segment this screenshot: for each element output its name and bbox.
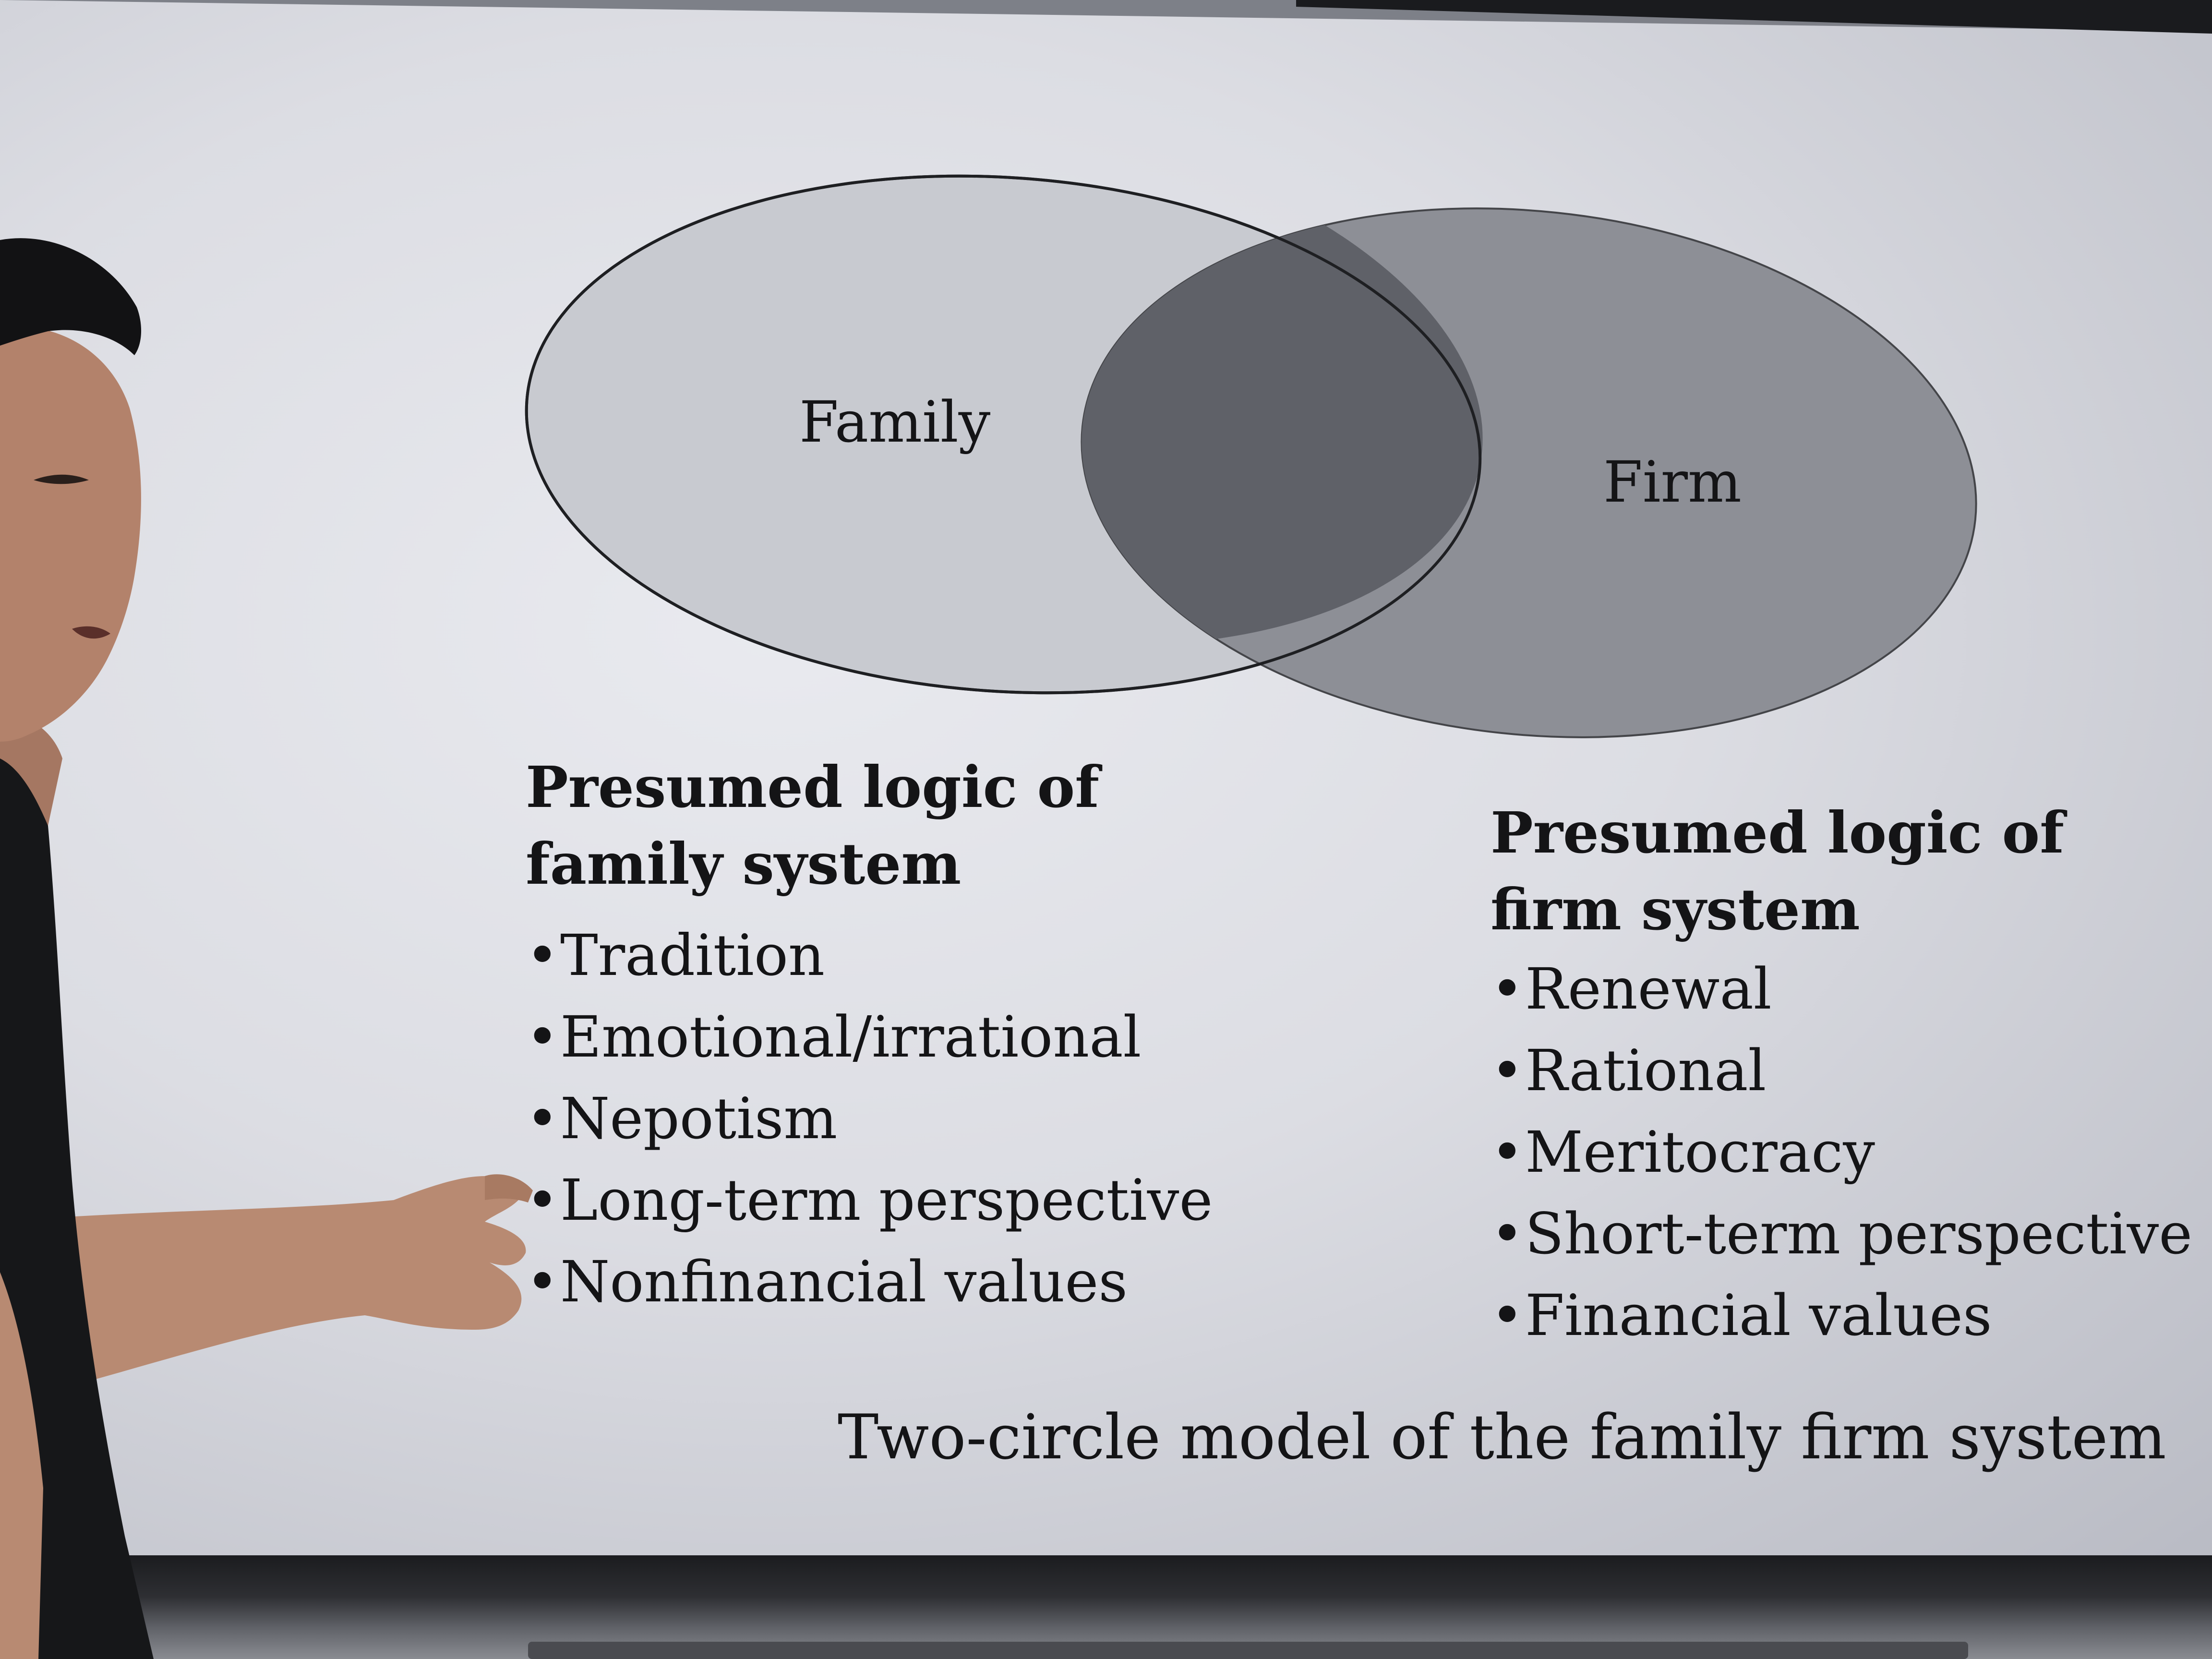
presenter-arm [29, 1176, 526, 1392]
bullet: • [526, 1085, 559, 1152]
firm-heading-line2: firm system [1491, 876, 1860, 943]
presenter-other-arm [0, 1272, 43, 1659]
family-circle-outline [525, 174, 1482, 695]
list-item: •Tradition [526, 914, 1213, 996]
bullet: • [1491, 956, 1524, 1022]
list-item: •Financial values [1491, 1274, 2192, 1356]
list-item: •Renewal [1491, 948, 2192, 1030]
family-system-heading: Presumed logic of family system [526, 749, 1099, 902]
presenter-mouth [72, 626, 110, 639]
bullet: • [526, 922, 559, 988]
bullet: • [526, 1167, 559, 1233]
bullet: • [526, 1249, 559, 1315]
family-logic-list: •Tradition •Emotional/irrational •Nepoti… [526, 914, 1213, 1322]
presenter-fingers [485, 1174, 533, 1202]
presenter-face [0, 325, 141, 742]
firm-logic-list: •Renewal •Rational •Meritocracy •Short-t… [1491, 948, 2192, 1356]
slide-caption: Two-circle model of the family firm syst… [838, 1402, 2166, 1473]
list-item: •Meritocracy [1491, 1111, 2192, 1193]
whiteboard-tray [528, 1642, 1968, 1659]
list-item: •Emotional/irrational [526, 996, 1213, 1078]
bullet: • [526, 1004, 559, 1070]
firm-system-heading: Presumed logic of firm system [1491, 794, 2064, 948]
list-item: •Long-term perspective [526, 1159, 1213, 1241]
bullet: • [1491, 1119, 1524, 1185]
list-item: •Rational [1491, 1030, 2192, 1111]
firm-heading-line1: Presumed logic of [1491, 799, 2064, 866]
bullet: • [1491, 1282, 1524, 1348]
overlap-region [1082, 208, 1526, 716]
presenter-torso [0, 749, 154, 1659]
list-item: •Nonfinancial values [526, 1241, 1213, 1322]
family-label: Family [799, 389, 991, 455]
list-item: •Nepotism [526, 1078, 1213, 1159]
bullet: • [1491, 1201, 1524, 1267]
presenter-hair [0, 238, 142, 355]
family-heading-line1: Presumed logic of [526, 754, 1099, 820]
firm-label: Firm [1603, 449, 1742, 515]
presenter-eye [34, 474, 89, 484]
family-heading-line2: family system [526, 830, 962, 897]
bullet: • [1491, 1037, 1524, 1104]
list-item: •Short-term perspective [1491, 1193, 2192, 1274]
